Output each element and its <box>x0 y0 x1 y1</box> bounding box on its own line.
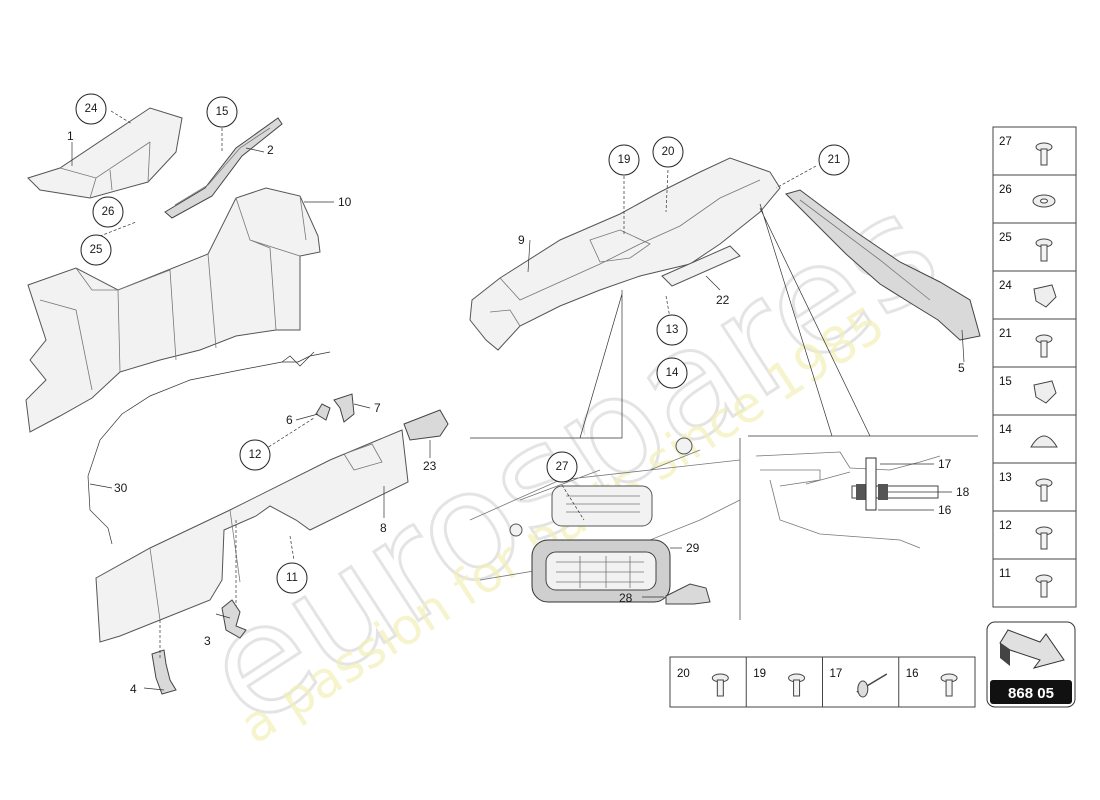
callout-4: 4 <box>130 682 137 696</box>
bubble-14: 14 <box>656 357 688 389</box>
callout-2: 2 <box>267 143 274 157</box>
callout-10: 10 <box>338 195 352 209</box>
callout-29: 29 <box>686 541 700 555</box>
side-cell-number: 26 <box>999 184 1012 196</box>
part-6-clip <box>315 403 331 421</box>
svg-text:20: 20 <box>662 146 675 158</box>
callout-22: 22 <box>716 293 730 307</box>
svg-text:11: 11 <box>286 572 298 584</box>
detail-view-fastener <box>748 203 978 549</box>
bubble-27: 27 <box>546 451 578 483</box>
detail-view-console <box>469 290 741 620</box>
side-cell: 25 <box>993 222 1076 262</box>
side-cell: 13 <box>993 462 1076 502</box>
svg-text:13: 13 <box>666 324 679 336</box>
callout-18: 18 <box>956 485 970 499</box>
side-cell-number: 14 <box>999 424 1012 436</box>
callout-6: 6 <box>286 413 293 427</box>
bubble-15: 15 <box>206 96 238 128</box>
leader-lines <box>71 110 965 691</box>
side-cell: 12 <box>993 510 1076 550</box>
callout-30: 30 <box>114 481 128 495</box>
part-1-tray <box>27 107 183 199</box>
page-number: 868 05 <box>1008 685 1054 702</box>
callout-3: 3 <box>204 634 211 648</box>
callout-9: 9 <box>518 233 525 247</box>
side-cell-number: 12 <box>999 520 1012 532</box>
bottom-cell-number: 19 <box>753 668 766 680</box>
callout-23: 23 <box>423 459 437 473</box>
bottom-cell-number: 20 <box>677 668 690 680</box>
bubble-11: 11 <box>276 562 308 594</box>
circled-callouts: 24 15 26 25 19 20 21 13 14 12 27 11 <box>75 93 850 594</box>
bubble-19: 19 <box>608 144 640 176</box>
fastener-side-panel: 27 26 25 24 21 15 14 13 12 11 <box>992 126 1077 608</box>
part-5-right-trim <box>785 189 981 341</box>
part-8-panel <box>95 429 409 643</box>
part-10-panel <box>25 187 321 433</box>
bottom-cell: 19 <box>745 657 806 707</box>
svg-text:26: 26 <box>102 206 115 218</box>
callouts: 1 2 3 4 5 6 7 8 9 10 16 17 18 22 23 28 2… <box>67 129 970 696</box>
svg-text:27: 27 <box>556 461 569 473</box>
callout-7: 7 <box>374 401 381 415</box>
bottom-cell-number: 16 <box>906 668 919 680</box>
part-9-roof-trim <box>469 157 781 351</box>
part-28-cover <box>665 583 711 605</box>
bottom-cell-number: 17 <box>830 668 843 680</box>
callout-5: 5 <box>958 361 965 375</box>
bubble-24: 24 <box>75 93 107 125</box>
part-3-bracket <box>221 599 247 639</box>
callout-17: 17 <box>938 457 952 471</box>
part-2-rail <box>164 117 283 219</box>
bottom-cell: 20 <box>677 668 729 697</box>
callout-28: 28 <box>619 591 633 605</box>
bottom-cell: 17 <box>822 657 888 707</box>
part-7-clip <box>333 393 355 423</box>
svg-text:19: 19 <box>618 154 631 166</box>
part-4-bracket <box>151 649 177 695</box>
svg-text:25: 25 <box>90 244 103 256</box>
bubble-25: 25 <box>80 234 112 266</box>
bubble-12: 12 <box>239 439 271 471</box>
svg-text:12: 12 <box>249 449 262 461</box>
svg-text:15: 15 <box>216 106 229 118</box>
bubble-13: 13 <box>656 314 688 346</box>
callout-8: 8 <box>380 521 387 535</box>
side-cell: 27 <box>999 136 1053 166</box>
callout-1: 1 <box>67 129 74 143</box>
svg-text:24: 24 <box>85 103 98 115</box>
side-cell: 21 <box>993 318 1076 358</box>
side-cell-number: 15 <box>999 376 1012 388</box>
fastener-bottom-panel: 20 19 17 16 <box>669 656 976 708</box>
bottom-cell: 16 <box>898 657 958 707</box>
svg-text:21: 21 <box>828 154 841 166</box>
side-cell-number: 27 <box>999 136 1012 148</box>
part-29-console <box>531 539 671 603</box>
svg-text:14: 14 <box>666 367 679 379</box>
part-23-pad <box>403 409 449 441</box>
side-cell: 26 <box>993 174 1076 208</box>
side-cell-number: 25 <box>999 232 1012 244</box>
side-cell: 11 <box>993 558 1076 598</box>
side-cell-number: 11 <box>999 568 1011 580</box>
bubble-21: 21 <box>818 144 850 176</box>
side-cell-number: 21 <box>999 328 1012 340</box>
side-cell: 14 <box>993 414 1076 448</box>
side-cell: 15 <box>993 366 1076 404</box>
bubble-26: 26 <box>92 196 124 228</box>
side-cell: 24 <box>993 270 1076 308</box>
part-30-cable <box>87 351 331 545</box>
callout-16: 16 <box>938 503 952 517</box>
page-badge: 868 05 <box>986 621 1076 708</box>
bubble-20: 20 <box>652 136 684 168</box>
side-cell-number: 13 <box>999 472 1012 484</box>
part-22-pad <box>661 245 741 287</box>
side-cell-number: 24 <box>999 280 1012 292</box>
